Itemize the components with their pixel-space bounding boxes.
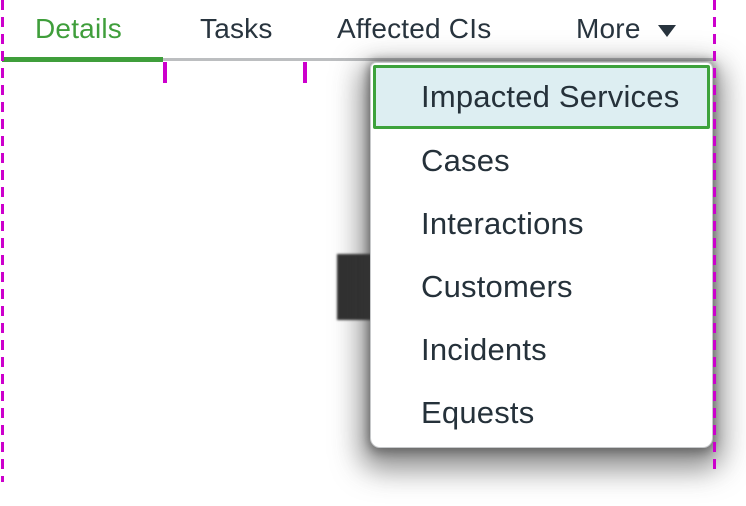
tab-more[interactable]: More bbox=[576, 12, 676, 46]
caret-down-icon bbox=[657, 25, 676, 37]
annotation-dashed-line-right bbox=[713, 0, 716, 472]
active-tab-underline bbox=[2, 57, 163, 62]
tab-details[interactable]: Details bbox=[35, 13, 122, 44]
shadow-artifact bbox=[337, 254, 372, 320]
annotation-dashed-line-left bbox=[1, 0, 4, 482]
tab-more-label: More bbox=[576, 13, 641, 44]
menu-item-cases[interactable]: Cases bbox=[421, 142, 510, 178]
menu-item-impacted-services[interactable]: Impacted Services bbox=[373, 65, 710, 129]
annotation-tick-marker bbox=[163, 62, 167, 83]
menu-item-incidents[interactable]: Incidents bbox=[421, 331, 547, 367]
annotation-tick-marker bbox=[303, 62, 307, 83]
tab-tasks[interactable]: Tasks bbox=[200, 13, 273, 44]
menu-item-equests[interactable]: Equests bbox=[421, 394, 535, 430]
more-dropdown-menu: Impacted Services Cases Interactions Cus… bbox=[370, 62, 713, 448]
menu-item-customers[interactable]: Customers bbox=[421, 268, 573, 304]
menu-item-interactions[interactable]: Interactions bbox=[421, 205, 584, 241]
tab-affected-cis[interactable]: Affected CIs bbox=[337, 13, 492, 44]
tab-bar-rule bbox=[163, 58, 713, 61]
